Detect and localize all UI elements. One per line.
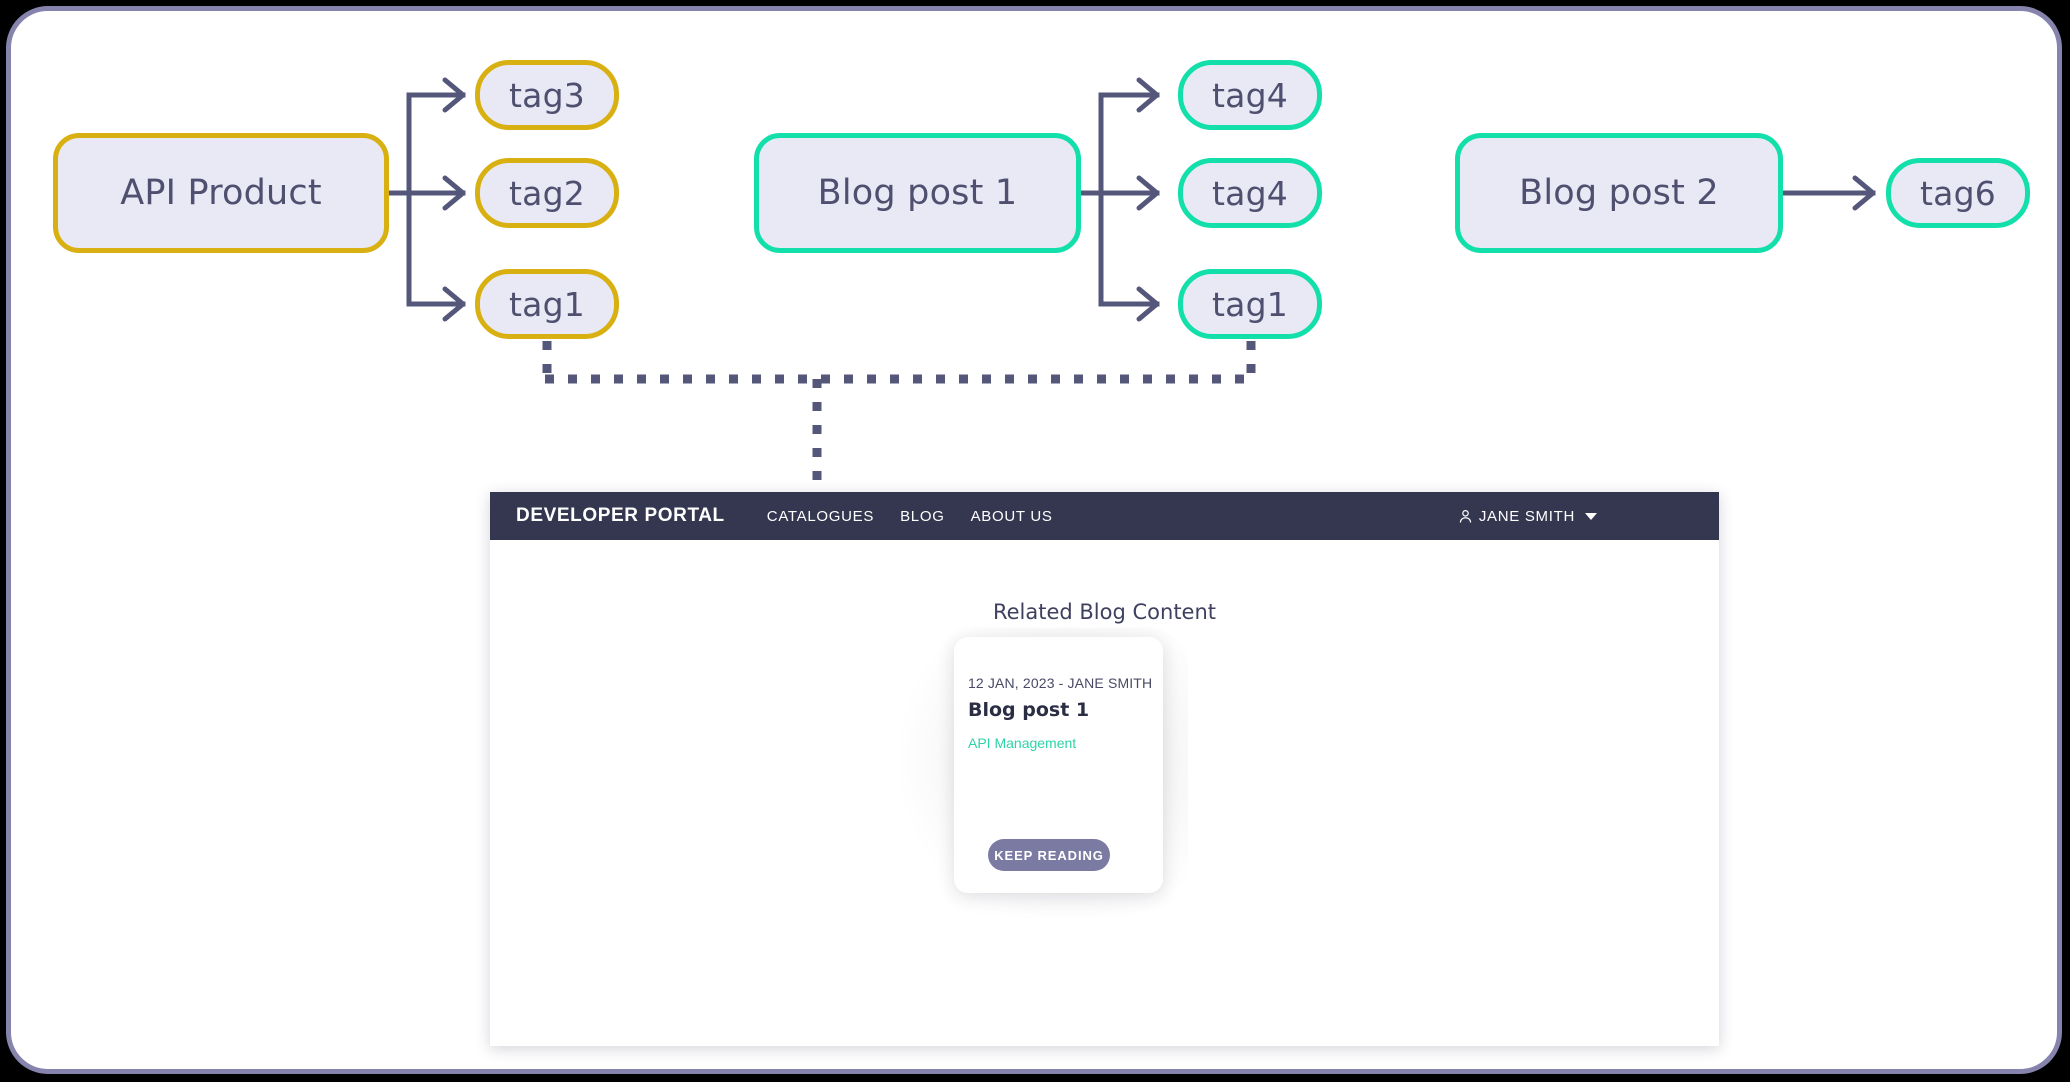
node-label: tag3 (509, 75, 585, 115)
person-icon (1458, 509, 1473, 524)
related-blog-heading: Related Blog Content (992, 600, 1217, 624)
node-label: API Product (120, 173, 322, 213)
node-tag4-second[interactable]: tag4 (1178, 158, 1322, 228)
user-name: JANE SMITH (1478, 507, 1575, 525)
node-tag1-yellow[interactable]: tag1 (475, 269, 619, 339)
node-blog-post-1[interactable]: Blog post 1 (754, 133, 1081, 253)
nav-item-about-us[interactable]: ABOUT US (970, 507, 1053, 525)
nav-item-blog[interactable]: BLOG (900, 507, 945, 525)
developer-portal-panel: DEVELOPER PORTAL CATALOGUES BLOG ABOUT U… (490, 492, 1719, 1046)
arrowhead-tag4b (1136, 175, 1160, 211)
arrowhead-tag2 (442, 175, 466, 211)
node-label: tag1 (1212, 284, 1288, 324)
node-api-product[interactable]: API Product (53, 133, 389, 253)
chevron-down-icon[interactable] (1585, 512, 1597, 520)
arrowhead-tag6 (1852, 175, 1876, 211)
arrowhead-tag1-yellow (442, 286, 466, 322)
nav-item-catalogues[interactable]: CATALOGUES (766, 507, 875, 525)
node-label: tag4 (1212, 75, 1288, 115)
node-label: tag2 (509, 173, 585, 213)
portal-navbar: DEVELOPER PORTAL CATALOGUES BLOG ABOUT U… (490, 492, 1719, 540)
node-label: tag6 (1920, 173, 1996, 213)
node-label: Blog post 1 (817, 173, 1018, 213)
node-label: tag4 (1212, 173, 1288, 213)
blog-post-card[interactable]: 12 JAN, 2023 - JANE SMITH Blog post 1 AP… (954, 637, 1163, 893)
user-menu[interactable]: JANE SMITH (1458, 508, 1693, 525)
portal-brand[interactable]: DEVELOPER PORTAL (516, 505, 725, 526)
keep-reading-button[interactable]: KEEP READING (988, 839, 1110, 871)
node-label: Blog post 2 (1519, 173, 1719, 213)
diagram-frame: API Product Blog post 1 Blog post 2 tag3… (6, 6, 2062, 1074)
arrowhead-tag1-teal (1136, 286, 1160, 322)
card-meta: 12 JAN, 2023 - JANE SMITH (968, 675, 1153, 691)
node-tag6[interactable]: tag6 (1886, 158, 2030, 228)
node-tag3[interactable]: tag3 (475, 60, 619, 130)
arrowhead-tag3 (442, 77, 466, 113)
node-tag2[interactable]: tag2 (475, 158, 619, 228)
node-tag4-first[interactable]: tag4 (1178, 60, 1322, 130)
portal-body: Related Blog Content 12 JAN, 2023 - JANE… (490, 540, 1719, 1046)
node-tag1-teal[interactable]: tag1 (1178, 269, 1322, 339)
card-title: Blog post 1 (968, 699, 1090, 721)
node-label: tag1 (509, 284, 585, 324)
card-category-tag[interactable]: API Management (968, 735, 1077, 751)
arrowhead-tag4a (1136, 77, 1160, 113)
node-blog-post-2[interactable]: Blog post 2 (1455, 133, 1783, 253)
